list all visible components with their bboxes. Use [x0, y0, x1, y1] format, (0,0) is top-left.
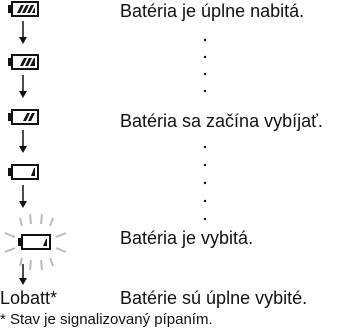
battery-three-quarter-icon — [8, 54, 39, 70]
down-arrow — [19, 21, 27, 44]
down-arrow — [19, 264, 27, 285]
battery-low-icon — [8, 164, 39, 180]
down-arrow — [19, 75, 27, 98]
battery-empty-flashing-icon — [4, 213, 67, 271]
down-arrow — [19, 185, 27, 208]
battery-full-icon — [8, 1, 39, 17]
state-lobatt-text: Batérie sú úplne vybité. — [120, 288, 308, 308]
state-full-text: Batéria je úplne nabitá. — [120, 1, 305, 21]
footnote: * Stav je signalizovaný pípaním. — [0, 311, 213, 328]
state-empty-text: Batéria je vybitá. — [120, 228, 254, 248]
down-arrow — [19, 130, 27, 153]
lobatt-label: Lobatt* — [0, 288, 58, 308]
state-half-text: Batéria sa začína vybíjať. — [120, 111, 323, 131]
battery-half-icon — [8, 109, 39, 125]
dotted-connector — [203, 38, 207, 221]
